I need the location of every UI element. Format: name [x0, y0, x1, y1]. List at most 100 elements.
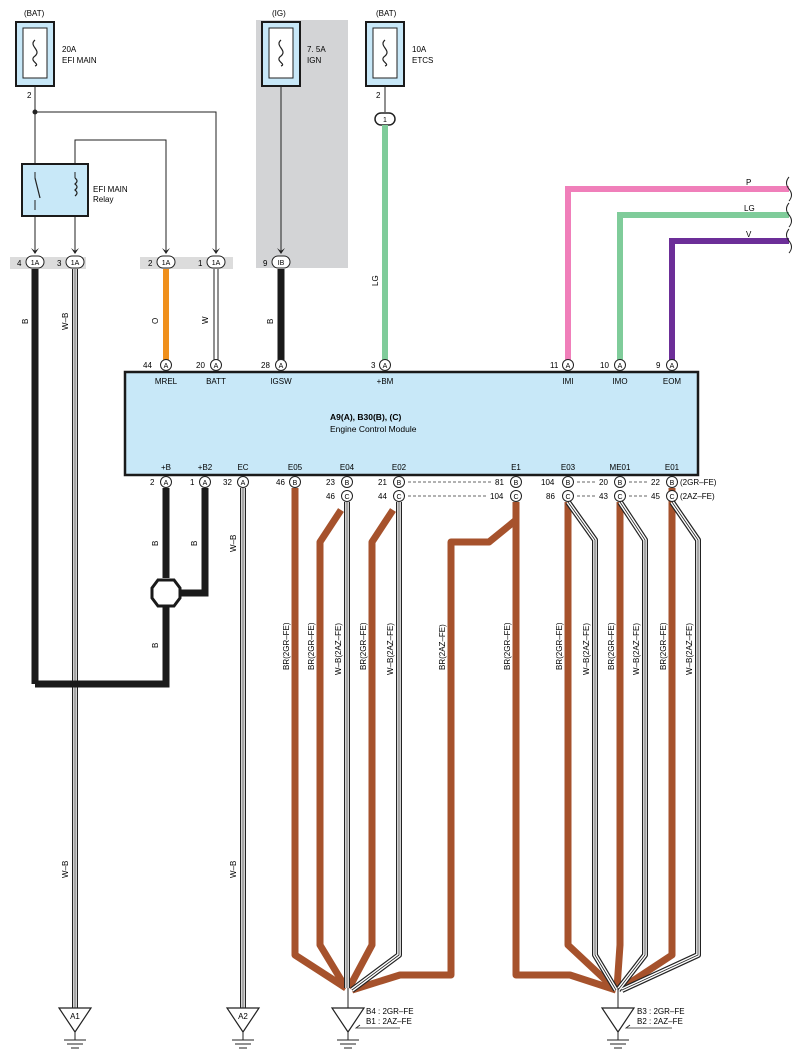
svg-text:46: 46 — [326, 492, 335, 501]
svg-text:ME01: ME01 — [610, 463, 631, 472]
svg-text:B: B — [151, 541, 160, 546]
bottom-wire-labels: B B B W–B W–B W–B BR(2GR–FE) BR(2GR–FE) … — [61, 535, 694, 878]
fuse-efi-main-name: EFI MAIN — [62, 56, 97, 65]
ecm-bottom-labels: +B +B2 EC E05 E04 E02 E1 E03 ME01 E01 — [161, 463, 680, 472]
svg-text:B: B — [151, 643, 160, 648]
junction-connector-badge — [25, 255, 45, 269]
svg-text:21: 21 — [378, 478, 387, 487]
svg-text:E02: E02 — [392, 463, 407, 472]
svg-text:44: 44 — [378, 492, 387, 501]
wire-label-o: O — [151, 318, 160, 324]
fuse-etcs-pin: 2 — [376, 91, 381, 100]
svg-text:A: A — [241, 480, 246, 487]
svg-text:E01: E01 — [665, 463, 680, 472]
svg-text:W–B(2AZ–FE): W–B(2AZ–FE) — [386, 623, 395, 675]
svg-text:B: B — [618, 480, 623, 487]
junction-conn: 1A — [31, 260, 40, 267]
wire-label-lg: LG — [371, 275, 380, 286]
junction-connectors: 4 1A 3 1A 2 1A 1 1A 9 IB — [17, 255, 291, 269]
junction-connector-badge — [206, 255, 226, 269]
svg-text:A: A — [618, 363, 623, 370]
svg-text:C: C — [565, 494, 570, 501]
power-thin-wires — [32, 86, 386, 252]
svg-text:46: 46 — [276, 478, 285, 487]
svg-text:EOM: EOM — [663, 377, 682, 386]
svg-text:W–B: W–B — [229, 861, 238, 878]
svg-text:1: 1 — [190, 478, 195, 487]
svg-text:104: 104 — [541, 478, 555, 487]
fuse-efi-main-pin: 2 — [27, 91, 32, 100]
junction-connector-badge — [156, 255, 176, 269]
ground-a2-label: A2 — [238, 1012, 248, 1021]
ecm-pin-imi: 11 A IMI — [550, 359, 574, 386]
svg-text:81: 81 — [495, 478, 504, 487]
ground-b3-label: B3 : 2GR–FE — [637, 1007, 685, 1016]
svg-text:BR(2GR–FE): BR(2GR–FE) — [659, 622, 668, 670]
ecm-top-pins: 44 A MREL 20 A BATT 28 A IGSW 3 A +BM 11… — [143, 359, 682, 386]
etcs-connector-num: 1 — [383, 117, 387, 124]
svg-text:BR(2AZ–FE): BR(2AZ–FE) — [438, 624, 447, 670]
svg-text:B: B — [293, 480, 298, 487]
ecm-pin-igsw: 28 A IGSW — [261, 359, 292, 386]
svg-text:10: 10 — [600, 361, 609, 370]
svg-text:A: A — [164, 363, 169, 370]
wire-label-p: P — [746, 178, 751, 187]
svg-text:B: B — [190, 541, 199, 546]
fuse-etcs-source: (BAT) — [376, 9, 397, 18]
pin-row-dashes — [408, 481, 648, 497]
svg-text:B: B — [345, 480, 350, 487]
svg-text:BR(2GR–FE): BR(2GR–FE) — [607, 622, 616, 670]
svg-text:BR(2GR–FE): BR(2GR–FE) — [282, 622, 291, 670]
fuse-efi-main-source: (BAT) — [24, 9, 45, 18]
ground-a1-label: A1 — [70, 1012, 80, 1021]
svg-text:W–B: W–B — [229, 535, 238, 552]
svg-text:E1: E1 — [511, 463, 521, 472]
wire-label-v: V — [746, 230, 752, 239]
svg-text:2: 2 — [150, 478, 155, 487]
svg-text:20: 20 — [599, 478, 608, 487]
ecm-subtitle: Engine Control Module — [330, 424, 417, 434]
ecm-bottom-pins-row1: 2 A 1 A 32 A 46 B 23 B 21 B 81 B 104 B 2… — [150, 476, 717, 488]
fuse-etcs: (BAT) 10A ETCS 2 — [365, 9, 433, 100]
junction-conn: 1A — [162, 260, 171, 267]
svg-text:9: 9 — [656, 361, 661, 370]
ecm-pin-eom: 9 A EOM — [656, 359, 682, 386]
svg-text:B: B — [397, 480, 402, 487]
junction-arrows — [31, 248, 285, 254]
svg-text:28: 28 — [261, 361, 270, 370]
svg-text:BR(2GR–FE): BR(2GR–FE) — [503, 622, 512, 670]
relay-subname: Relay — [93, 195, 113, 204]
relay-name: EFI MAIN — [93, 185, 128, 194]
svg-text:23: 23 — [326, 478, 335, 487]
svg-text:104: 104 — [490, 492, 504, 501]
ground-a1: A1 — [57, 1007, 93, 1049]
svg-text:E04: E04 — [340, 463, 355, 472]
svg-text:A: A — [566, 363, 571, 370]
junction-pin-num: 4 — [17, 259, 22, 268]
junction-pin-num: 3 — [57, 259, 62, 268]
fuse-efi-main: (BAT) 20A EFI MAIN 2 — [15, 9, 97, 100]
row1-engine-note: (2GR–FE) — [680, 478, 717, 487]
fuse-etcs-rating: 10A — [412, 45, 427, 54]
wire-label-lg2: LG — [744, 204, 755, 213]
splice-icon — [150, 578, 182, 608]
ecm-pin-batt: 20 A BATT — [196, 359, 226, 386]
svg-text:BR(2GR–FE): BR(2GR–FE) — [555, 622, 564, 670]
svg-text:86: 86 — [546, 492, 555, 501]
fuse-efi-main-rating: 20A — [62, 45, 77, 54]
svg-text:EC: EC — [237, 463, 248, 472]
svg-text:3: 3 — [371, 361, 376, 370]
brown-ground-wires — [291, 488, 676, 994]
junction-connector-badge — [65, 255, 85, 269]
svg-text:A: A — [670, 363, 675, 370]
svg-text:A: A — [203, 480, 208, 487]
svg-text:22: 22 — [651, 478, 660, 487]
engine-control-module: A9(A), B30(B), (C) Engine Control Module — [123, 370, 700, 477]
junction-conn: 1A — [71, 260, 80, 267]
svg-text:W–B(2AZ–FE): W–B(2AZ–FE) — [582, 623, 591, 675]
svg-text:20: 20 — [196, 361, 205, 370]
svg-text:IMO: IMO — [612, 377, 627, 386]
svg-text:W–B(2AZ–FE): W–B(2AZ–FE) — [632, 623, 641, 675]
wb-ground-wires — [344, 500, 701, 993]
ground-b3-b2: B3 : 2GR–FE B2 : 2AZ–FE — [600, 988, 685, 1049]
